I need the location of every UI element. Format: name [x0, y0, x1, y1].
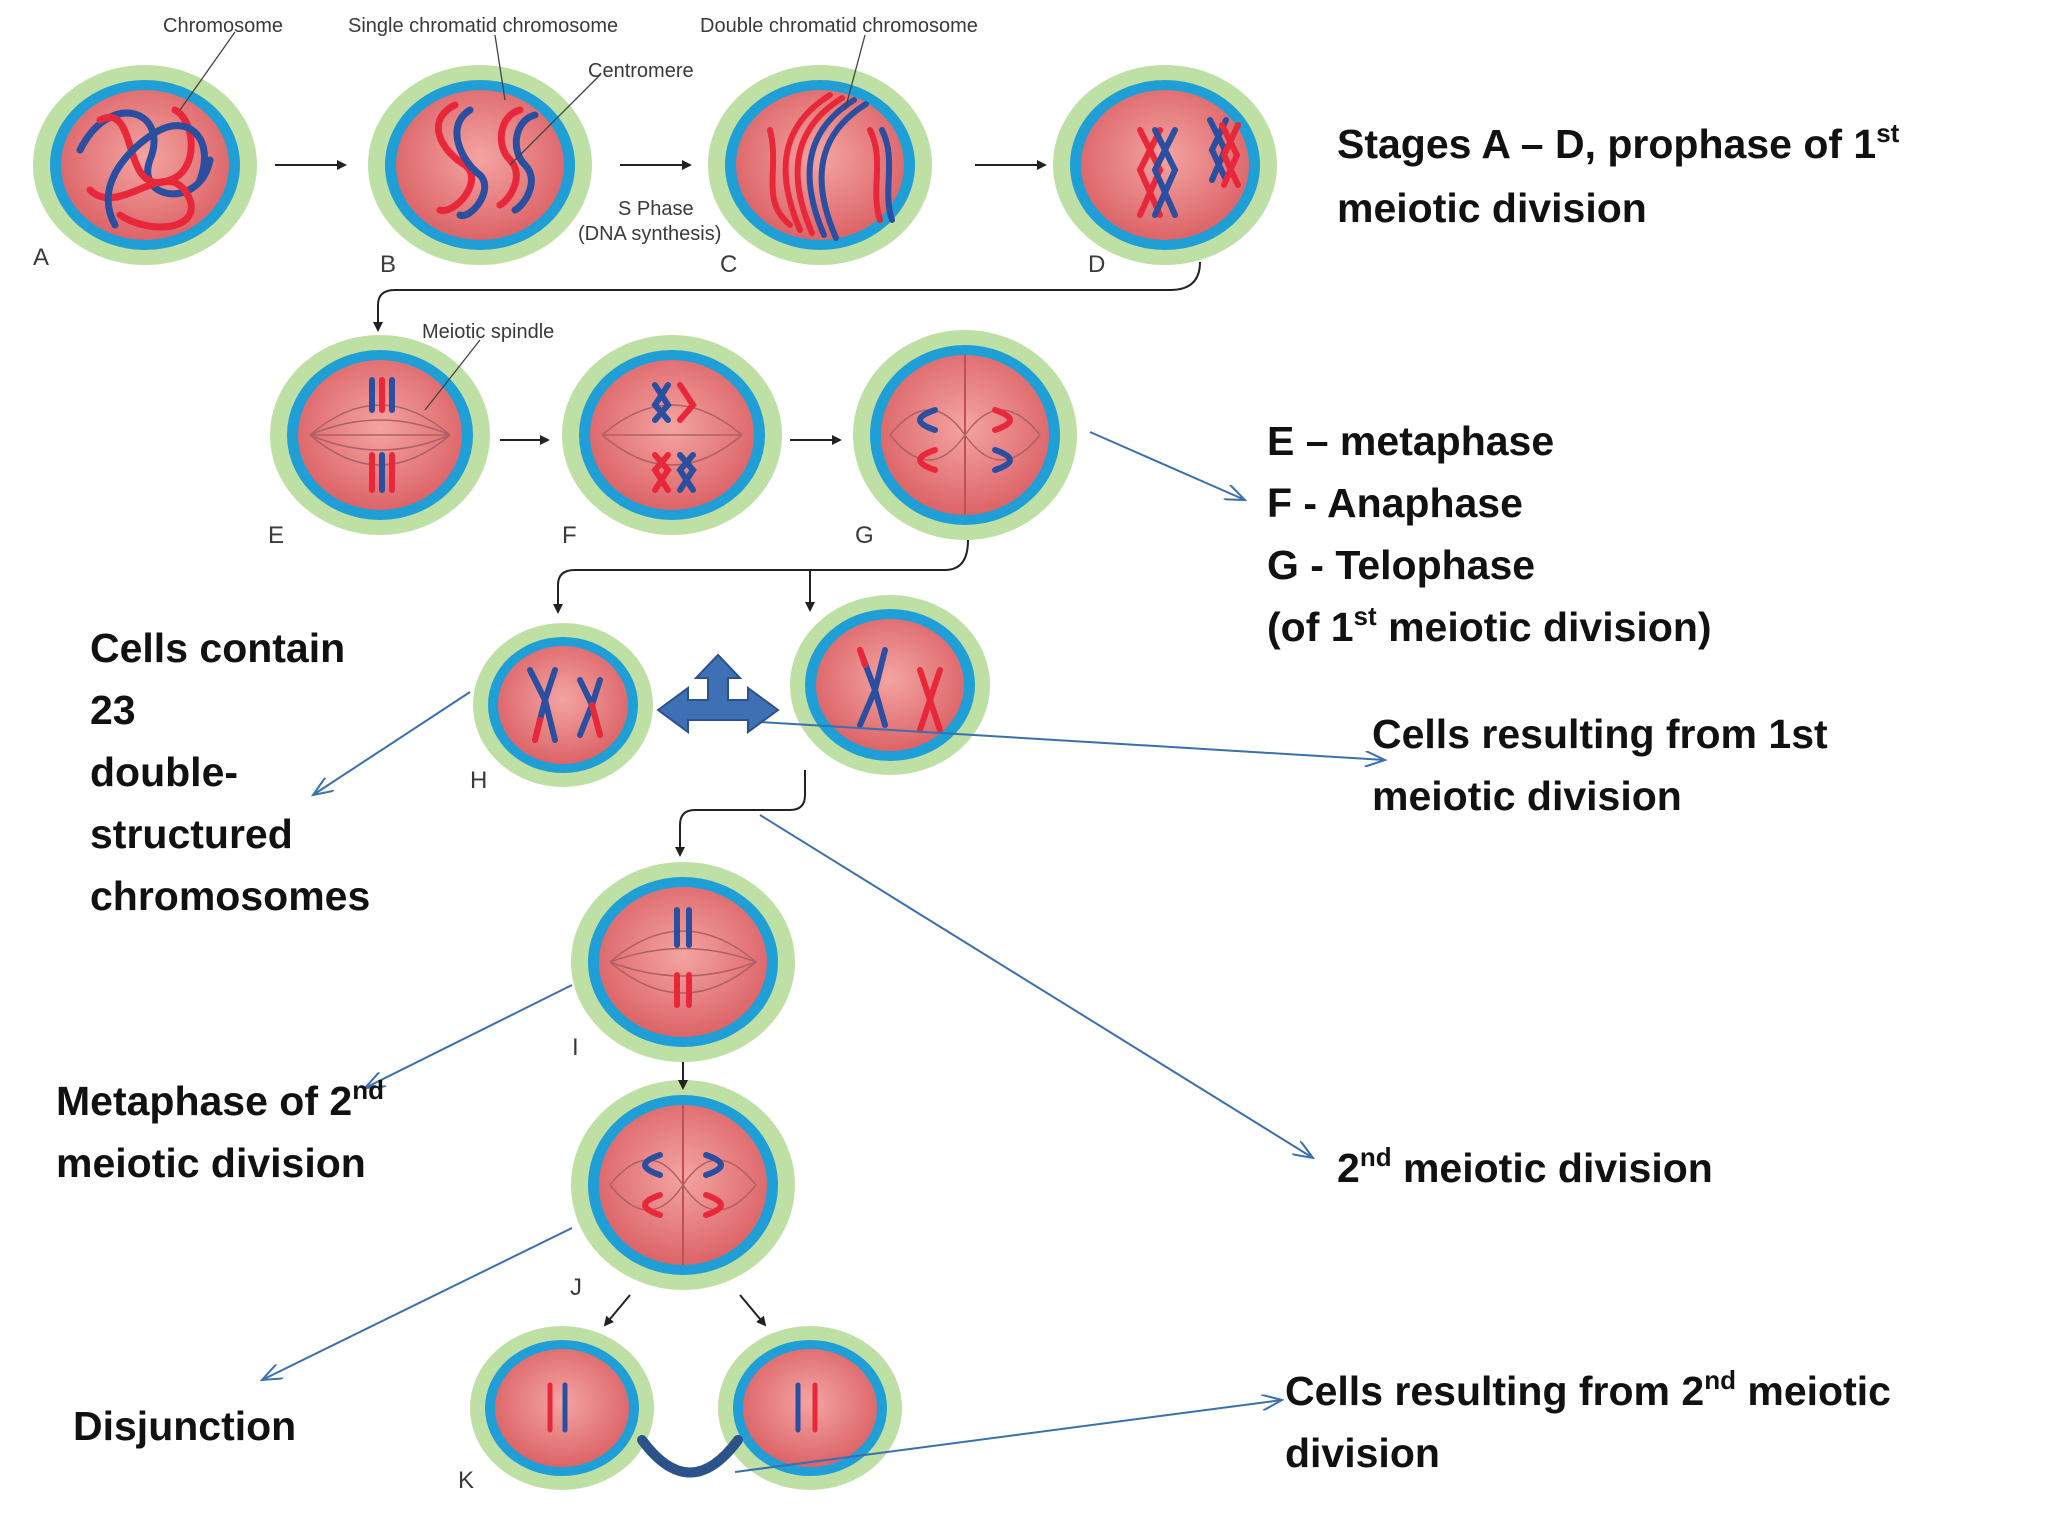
svg-text:(of 1st meiotic division): (of 1st meiotic division): [1267, 601, 1712, 650]
svg-text:division: division: [1285, 1430, 1440, 1476]
svg-text:Disjunction: Disjunction: [73, 1403, 296, 1449]
label-meiotic-spindle: Meiotic spindle: [422, 321, 554, 343]
telophase-chromosomes: [917, 407, 1013, 473]
label-double-chromatid: Double chromatid chromosome: [700, 15, 978, 37]
svg-text:Stages A – D, prophase of 1st: Stages A – D, prophase of 1st: [1337, 118, 1900, 167]
svg-text:E – metaphase: E – metaphase: [1267, 418, 1554, 464]
tangled-chromosomes: [76, 106, 214, 231]
annotation-metaphase-2: Metaphase of 2nd meiotic division: [56, 1075, 384, 1186]
label-chromosome: Chromosome: [163, 15, 283, 37]
annotation-disjunction: Disjunction: [73, 1403, 296, 1449]
cell-h: [473, 623, 653, 787]
telophase-ii-chromosomes: [642, 1152, 724, 1218]
cell-g: [853, 330, 1077, 540]
blue-arrows: [262, 431, 1385, 1473]
flow-arrows: [275, 160, 1201, 1327]
svg-text:Cells contain: Cells contain: [90, 625, 345, 671]
annotation-first-result: Cells resulting from 1st meiotic divisio…: [1372, 711, 1828, 819]
annotation-second-division: 2nd meiotic division: [1337, 1142, 1713, 1191]
letter-k: K: [458, 1467, 474, 1494]
cell-f: [562, 335, 782, 535]
metaphase-chromosomes: [369, 377, 395, 493]
letter-a: A: [33, 244, 49, 271]
label-s-phase: S Phase: [618, 198, 694, 220]
letter-i: I: [572, 1034, 579, 1061]
cell-e: [270, 335, 490, 535]
curved-arrow: [637, 1435, 743, 1478]
svg-text:double-: double-: [90, 749, 238, 795]
haploid-chromosomes: [527, 667, 603, 743]
letter-j: J: [570, 1274, 582, 1301]
svg-text:Cells resulting from 2nd meiot: Cells resulting from 2nd meiotic: [1285, 1365, 1891, 1414]
label-dna-synthesis: (DNA synthesis): [578, 223, 721, 245]
svg-text:Cells resulting from 1st: Cells resulting from 1st: [1372, 711, 1828, 757]
cell-d: [1053, 65, 1277, 265]
cell-i: [571, 862, 795, 1062]
letter-b: B: [380, 251, 396, 278]
letter-f: F: [562, 522, 577, 549]
svg-text:F - Anaphase: F - Anaphase: [1267, 480, 1523, 526]
cell-b: [368, 65, 592, 265]
svg-text:23: 23: [90, 687, 136, 733]
cell-h-sibling: [790, 595, 990, 775]
annotation-stages: Stages A – D, prophase of 1st meiotic di…: [1337, 118, 1900, 231]
annotation-second-result: Cells resulting from 2nd meiotic divisio…: [1285, 1365, 1891, 1476]
svg-text:G - Telophase: G - Telophase: [1267, 542, 1535, 588]
cell-k-right: [718, 1326, 902, 1490]
svg-text:Metaphase of 2nd: Metaphase of 2nd: [56, 1075, 384, 1124]
svg-text:2nd meiotic division: 2nd meiotic division: [1337, 1142, 1713, 1191]
annotation-cells-23: Cells contain 23 double- structured chro…: [90, 625, 370, 919]
letter-h: H: [470, 767, 487, 794]
cell-k-left: [470, 1326, 654, 1490]
cell-j: [571, 1080, 795, 1290]
letter-e: E: [268, 522, 284, 549]
svg-text:meiotic division: meiotic division: [56, 1140, 366, 1186]
annotation-phases: E – metaphase F - Anaphase G - Telophase…: [1267, 418, 1712, 650]
svg-text:structured: structured: [90, 811, 293, 857]
letter-d: D: [1088, 251, 1105, 278]
svg-text:meiotic division: meiotic division: [1372, 773, 1682, 819]
metaphase-ii-chromosomes: [674, 907, 692, 1008]
tri-directional-arrow: [656, 653, 780, 734]
letter-c: C: [720, 251, 737, 278]
cell-c: [708, 65, 932, 265]
label-single-chromatid: Single chromatid chromosome: [348, 15, 618, 37]
letter-g: G: [855, 522, 874, 549]
cell-a: [33, 65, 257, 265]
label-centromere: Centromere: [588, 60, 694, 82]
paired-chromosomes: [1136, 117, 1241, 218]
svg-text:meiotic division: meiotic division: [1337, 185, 1647, 231]
anaphase-chromosomes: [651, 382, 697, 493]
svg-text:chromosomes: chromosomes: [90, 873, 370, 919]
pointer-lines: [179, 31, 866, 411]
double-chromatids: [767, 92, 895, 241]
single-chromatids: [434, 101, 539, 219]
